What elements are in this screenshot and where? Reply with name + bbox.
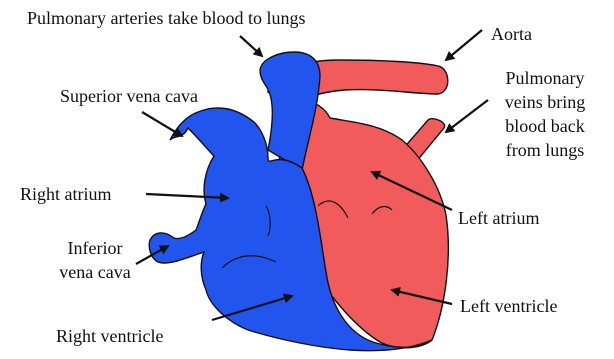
arrow-pulmonary-veins bbox=[446, 100, 488, 132]
arrow-superior-vena-cava bbox=[142, 112, 182, 136]
label-pulmonary-veins-line-4: from lungs bbox=[490, 138, 600, 162]
label-superior-vena-cava: Superior vena cava bbox=[60, 84, 198, 108]
label-left-atrium: Left atrium bbox=[458, 206, 539, 230]
label-inferior-vena-cava-line-1: Inferior bbox=[40, 236, 150, 260]
label-pulmonary-arteries: Pulmonary arteries take blood to lungs bbox=[27, 6, 305, 30]
label-aorta: Aorta bbox=[491, 22, 532, 46]
label-inferior-vena-cava: Inferior vena cava bbox=[40, 236, 150, 284]
label-pulmonary-veins-line-2: veins bring bbox=[490, 90, 600, 114]
label-pulmonary-veins: Pulmonary veins bring blood back from lu… bbox=[490, 66, 600, 162]
label-left-ventricle: Left ventricle bbox=[460, 294, 557, 318]
arrow-pulmonary-arteries bbox=[240, 36, 262, 56]
label-right-ventricle: Right ventricle bbox=[56, 324, 163, 348]
label-pulmonary-veins-line-1: Pulmonary bbox=[490, 66, 600, 90]
label-pulmonary-veins-line-3: blood back bbox=[490, 114, 600, 138]
label-right-atrium: Right atrium bbox=[20, 182, 112, 206]
arrow-aorta bbox=[446, 30, 482, 60]
label-inferior-vena-cava-line-2: vena cava bbox=[40, 260, 150, 284]
